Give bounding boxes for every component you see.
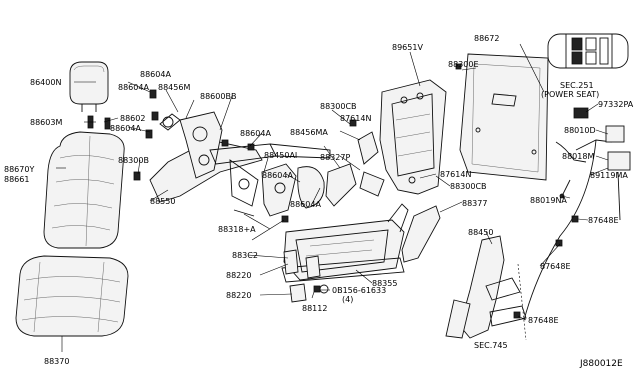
- power-seat-switch-part: [513, 107, 631, 321]
- label-88672: 88672: [474, 34, 499, 43]
- label-87614N-1: 87614N: [340, 114, 371, 123]
- frame-side-bracket-part: [325, 131, 385, 207]
- headrest-guide-part: [87, 115, 111, 130]
- label-88604A-1: 88604A: [140, 70, 171, 79]
- leader-lines: [56, 43, 609, 352]
- label-sec251: SEC.251: [560, 81, 594, 90]
- label-87648E-1: 87648E: [588, 216, 619, 225]
- diagram-id: J880012E: [579, 359, 623, 369]
- label-88010D: 88010D: [564, 126, 596, 135]
- cushion-frame-bracket-part: [283, 249, 321, 303]
- label-88355: 88355: [372, 279, 397, 288]
- label-88450: 88450: [468, 228, 493, 237]
- label-88220-1: 88220: [226, 271, 251, 280]
- part-labels: 88672 88300E 89651V 86400N 88604A 88604A…: [4, 34, 634, 369]
- label-88377: 88377: [462, 199, 487, 208]
- recliner-cover-part: [297, 166, 325, 209]
- label-88604A-5: 88604A: [262, 171, 293, 180]
- label-88300B: 88300B: [118, 156, 149, 165]
- label-89119MA: 89119MA: [590, 171, 628, 180]
- label-883C2: 883C2: [232, 251, 258, 260]
- label-88450AI: 88450AI: [264, 151, 297, 160]
- label-88300CB-1: 88300CB: [320, 102, 357, 111]
- label-88670Y: 88670Y: [4, 165, 34, 174]
- label-88602: 88602: [120, 114, 145, 123]
- seat-cushion-trim-part: [15, 255, 129, 337]
- label-87614N-2: 87614N: [440, 170, 471, 179]
- vehicle-locator-icon: [547, 33, 629, 69]
- headrest-part: [69, 61, 109, 112]
- label-86400N: 86400N: [30, 78, 61, 87]
- label-89651V: 89651V: [392, 43, 423, 52]
- label-88300E: 88300E: [448, 60, 479, 69]
- cushion-lower-frame-part: [281, 257, 405, 283]
- label-88327P: 88327P: [320, 153, 350, 162]
- cushion-frame-part: [283, 203, 409, 281]
- label-88604A-3: 88604A: [110, 124, 141, 133]
- label-88604A-2: 88604A: [118, 83, 149, 92]
- label-88661: 88661: [4, 175, 29, 184]
- label-88220-2: 88220: [226, 291, 251, 300]
- label-97332PA: 97332PA: [598, 100, 634, 109]
- bolt-callout-icon: [319, 284, 329, 294]
- striker-bar-part: [233, 209, 255, 217]
- label-88318A: 88318+A: [218, 225, 256, 234]
- seat-back-trim-part: [43, 131, 125, 249]
- seat-back-frame-part: [379, 79, 447, 195]
- label-88550: 88550: [150, 197, 175, 206]
- label-88604A-6: 88604A: [290, 200, 321, 209]
- side-finisher-part: [401, 205, 441, 263]
- label-88112: 88112: [302, 304, 327, 313]
- recliner-bracket-part: [261, 163, 297, 217]
- label-08156: 0B156-61633: [332, 286, 386, 295]
- label-sec745: SEC.745: [474, 341, 508, 350]
- label-88600BB: 88600BB: [200, 92, 236, 101]
- label-87648E-2: 87648E: [540, 262, 571, 271]
- label-88604A-4: 88604A: [240, 129, 271, 138]
- label-88019NA: 88019NA: [530, 196, 567, 205]
- label-88370: 88370: [44, 357, 69, 366]
- label-88300CB-2: 88300CB: [450, 182, 487, 191]
- label-88456MA: 88456MA: [290, 128, 328, 137]
- seat-back-board-part: [459, 53, 549, 181]
- label-88603M: 88603M: [30, 118, 62, 127]
- seat-frame-part: [149, 111, 331, 207]
- label-power-seat: (POWER SEAT): [541, 90, 599, 99]
- label-88456M: 88456M: [158, 83, 190, 92]
- label-08156-qty: (4): [342, 295, 353, 304]
- seat-belt-part: [445, 235, 527, 341]
- label-87648E-3: 87648E: [528, 316, 559, 325]
- label-88018M: 88018M: [562, 152, 594, 161]
